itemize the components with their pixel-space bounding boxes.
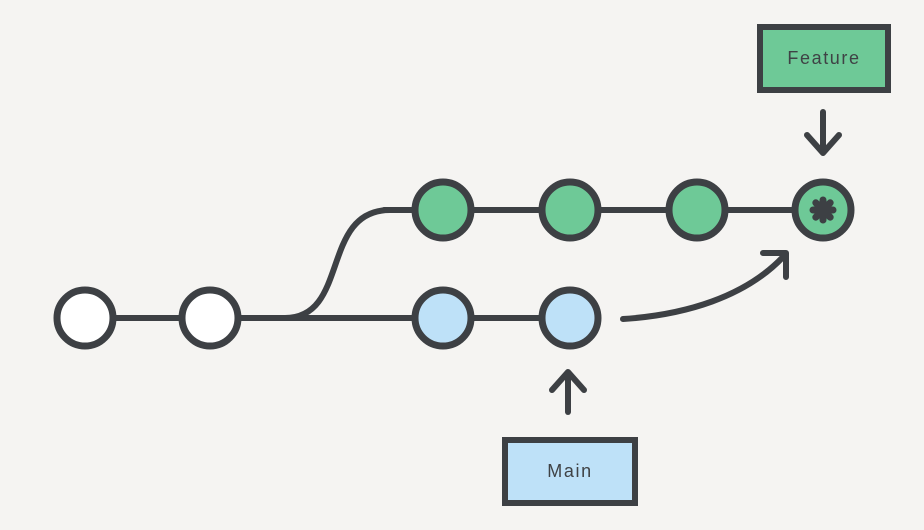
feature-commit-node [665, 178, 729, 242]
base-commit-node [178, 286, 242, 350]
feature-commit-node [538, 178, 602, 242]
branch-fork-curve [282, 207, 393, 321]
main-branch-label: Main [547, 461, 593, 481]
asterisk-icon [809, 196, 837, 224]
merge-arrowhead-icon [760, 250, 789, 280]
main-branch-label-box: Main [502, 437, 638, 506]
main-commit-node [411, 286, 475, 350]
feature-pointer-arrow-icon [804, 109, 842, 156]
feature-branch-label-box: Feature [757, 24, 891, 93]
main-commit-node [538, 286, 602, 350]
feature-commit-node [411, 178, 475, 242]
main-pointer-arrow-icon [549, 369, 587, 415]
merge-arrow-curve [620, 254, 786, 322]
base-commit-node [53, 286, 117, 350]
feature-branch-label: Feature [787, 48, 861, 68]
